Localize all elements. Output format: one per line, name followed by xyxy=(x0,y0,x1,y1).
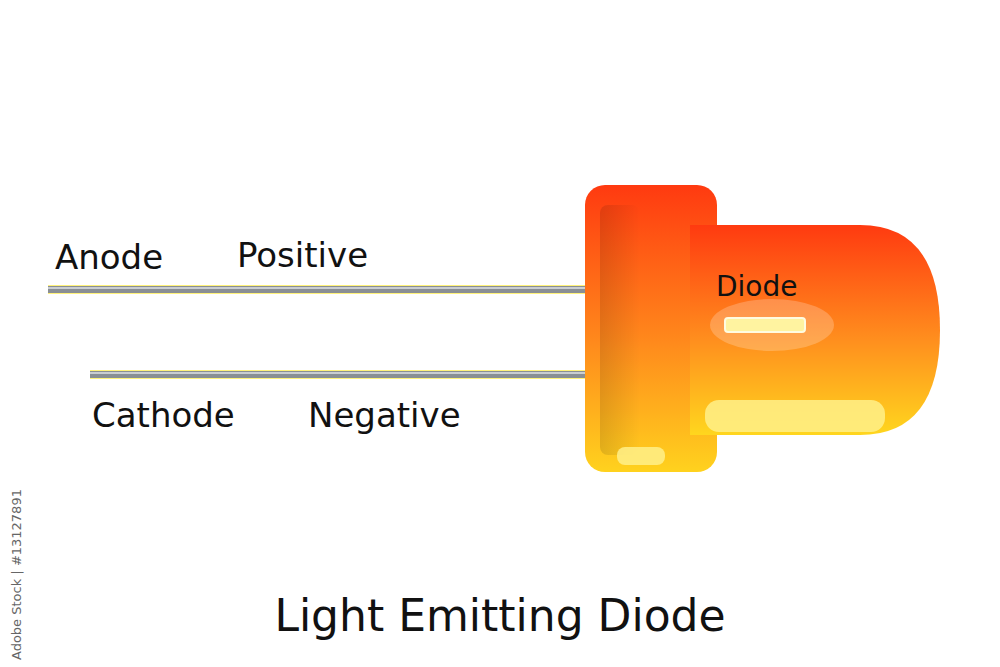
led-body-shape xyxy=(690,225,940,435)
polarity-label: Negative xyxy=(308,398,461,432)
terminal-name: Cathode xyxy=(92,398,235,432)
led-body: Diode xyxy=(690,225,940,435)
flange-highlight xyxy=(617,447,665,465)
led-die xyxy=(725,318,805,332)
flange-shade xyxy=(600,205,640,455)
polarity-label: Positive xyxy=(237,238,368,272)
cathode-lead xyxy=(90,371,593,378)
cathode-lead-shine xyxy=(90,372,593,374)
component-label: Diode xyxy=(716,273,797,301)
anode-lead xyxy=(48,286,593,293)
watermark: Adobe Stock | #13127891 xyxy=(10,489,23,660)
cathode-lead-glow xyxy=(90,370,593,379)
diagram-title: Light Emitting Diode xyxy=(0,594,1000,638)
anode-lead-shine xyxy=(48,287,593,289)
anode-lead-glow xyxy=(48,285,593,294)
terminal-name: Anode xyxy=(55,240,163,274)
led-dome xyxy=(690,225,940,435)
die-glow xyxy=(710,299,834,351)
dome-highlight xyxy=(705,400,885,432)
